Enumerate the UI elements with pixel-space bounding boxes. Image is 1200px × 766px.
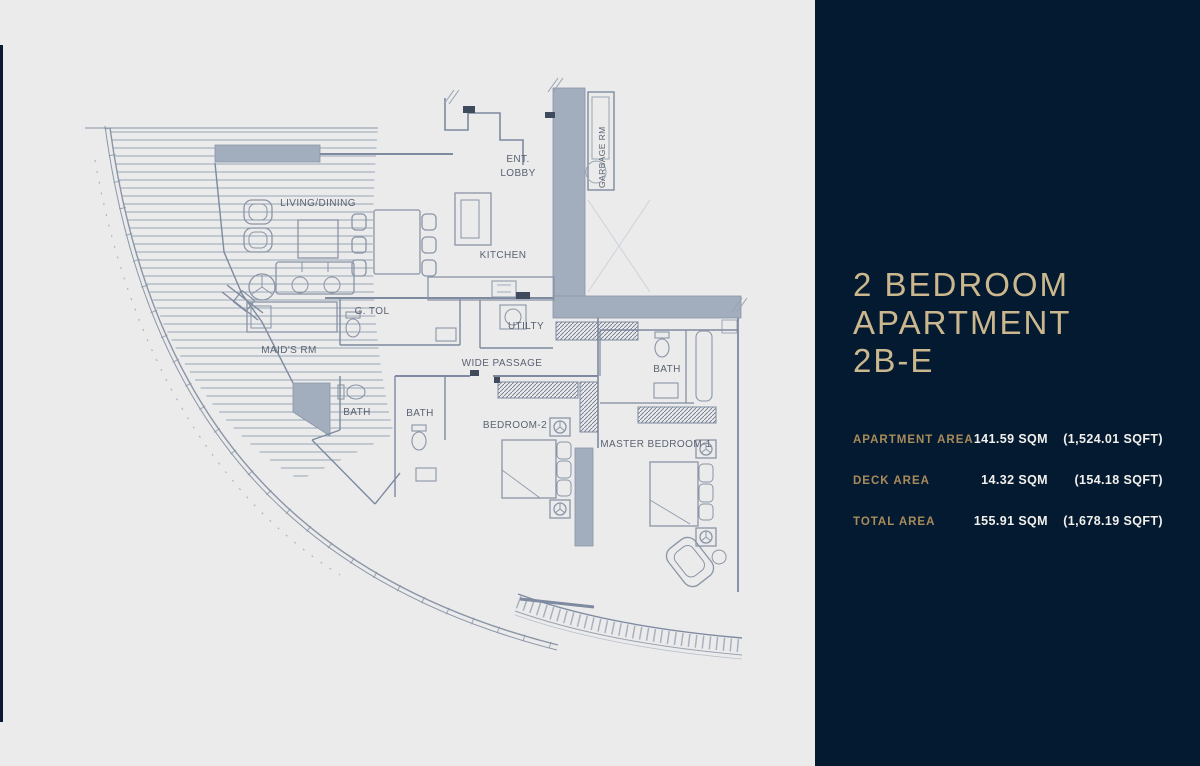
toilet-fixture	[411, 424, 427, 451]
bedroom-2-furniture	[501, 417, 572, 519]
room-label-bath-2: BATH	[406, 408, 434, 419]
sink-fixture	[435, 327, 457, 342]
bathroom-fixtures	[337, 311, 713, 482]
area-sqft-value: (1,524.01 SQFT)	[1063, 432, 1163, 446]
armchair	[243, 227, 273, 253]
area-sqm-value: 14.32 SQM	[981, 473, 1048, 487]
area-label: APARTMENT AREA	[853, 434, 974, 446]
area-label: DECK AREA	[853, 475, 930, 487]
room-label-bath-1: BATH	[343, 407, 371, 418]
area-sqm-value: 155.91 SQM	[973, 514, 1048, 528]
sofa	[275, 261, 355, 295]
floor-plan-area: LIVING/DINING ENT. LOBBY KITCHEN GARBAGE…	[85, 77, 748, 660]
info-panel: 2 BEDROOM APARTMENT 2B-E APARTMENT AREA …	[815, 0, 1200, 766]
toilet-fixture	[654, 331, 670, 358]
dining-table	[351, 209, 437, 277]
washing-machine	[499, 304, 527, 330]
room-label-bath-3: BATH	[653, 364, 681, 375]
kitchen-fixtures	[427, 192, 555, 330]
area-label: TOTAL AREA	[853, 516, 936, 528]
walls	[214, 77, 748, 592]
toilet-fixture	[345, 311, 361, 338]
ceiling-fan-icon	[549, 499, 571, 519]
maids-bed	[246, 301, 338, 333]
room-label-bedroom-2: BEDROOM-2	[483, 420, 547, 431]
area-table: APARTMENT AREA 141.59 SQM (1,524.01 SQFT…	[853, 432, 1163, 555]
wardrobes	[497, 321, 717, 433]
room-label-master-bedroom-1: MASTER BEDROOM-1	[600, 439, 711, 450]
rug	[297, 219, 339, 259]
bed-bedroom-2	[501, 439, 572, 499]
floor-plan-svg: LIVING/DINING ENT. LOBBY KITCHEN GARBAGE…	[85, 77, 748, 660]
bathtub-fixture	[695, 330, 713, 402]
room-label-garbage-rm: GARBAGE RM	[597, 126, 607, 188]
unit-title-line: APARTMENT	[853, 304, 1072, 341]
sink-fixture	[653, 382, 679, 399]
ceiling-fan-icon	[549, 417, 571, 437]
room-label-kitchen: KITCHEN	[480, 250, 527, 261]
area-sqm-value: 141.59 SQM	[973, 432, 1048, 446]
armchair	[243, 199, 273, 225]
area-row-deck: DECK AREA 14.32 SQM (154.18 SQFT)	[853, 473, 1163, 487]
area-row-total: TOTAL AREA 155.91 SQM (1,678.19 SQFT)	[853, 514, 1163, 528]
room-label-utility: UTILTY	[508, 321, 544, 332]
sink-fixture	[415, 467, 437, 482]
ceiling-fan-icon	[695, 439, 717, 459]
kitchen-counter	[427, 276, 555, 301]
coffee-table	[248, 273, 276, 301]
wall-blocks	[214, 87, 742, 547]
area-row-apartment: APARTMENT AREA 141.59 SQM (1,524.01 SQFT…	[853, 432, 1163, 446]
bed-master	[649, 461, 714, 527]
left-accent-bar	[0, 45, 3, 722]
ceiling-fan-icon	[695, 527, 717, 547]
unit-title-line: 2 BEDROOM	[853, 266, 1070, 303]
door-markers	[463, 106, 555, 383]
living-room-furniture	[243, 199, 437, 333]
unit-title: 2 BEDROOM APARTMENT 2B-E	[853, 266, 1071, 380]
room-label-g-tol: G. TOL	[355, 306, 390, 317]
room-label-wide-passage: WIDE PASSAGE	[462, 358, 543, 369]
room-label-living-dining: LIVING/DINING	[280, 198, 356, 209]
kitchen-island	[454, 192, 492, 246]
room-label-maids-rm: MAID'S RM	[261, 345, 317, 356]
area-sqft-value: (1,678.19 SQFT)	[1063, 514, 1163, 528]
area-sqft-value: (154.18 SQFT)	[1074, 473, 1163, 487]
room-label-ent-lobby: ENT.	[506, 154, 529, 165]
unit-title-line: 2B-E	[853, 342, 935, 379]
toilet-fixture	[337, 384, 366, 400]
room-label-ent-lobby: LOBBY	[500, 168, 535, 179]
balcony-railing	[514, 593, 743, 660]
master-bedroom-furniture	[649, 439, 727, 588]
chaise-lounge	[665, 536, 727, 588]
